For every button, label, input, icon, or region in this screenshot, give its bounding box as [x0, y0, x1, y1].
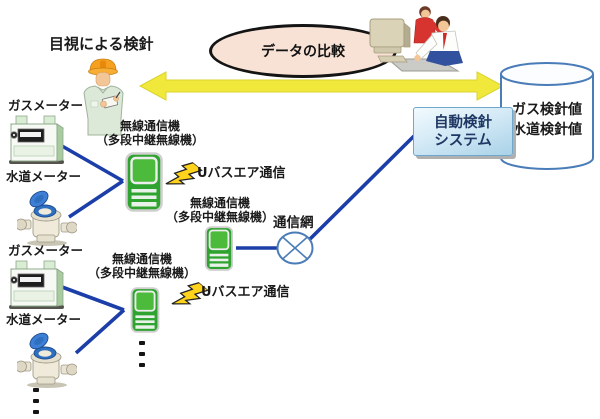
lightning-icon-1 [164, 156, 204, 197]
wireless-device-label-1: 無線通信機 （多段中継無線機） [88, 119, 212, 147]
gas-meter-label-1: ガスメーター [8, 98, 84, 113]
network-label: 通信網 [273, 215, 314, 231]
wireless-device-3 [130, 287, 160, 333]
line-water2-to-device3 [74, 308, 126, 355]
line-gas1-to-device1 [61, 144, 124, 183]
wireless-label-2-line1: 無線通信機 [189, 196, 250, 210]
ellipsis-dots-meters [33, 388, 39, 414]
wireless-label-1-line1: 無線通信機 [119, 119, 180, 133]
gas-meter-illustration-1 [9, 115, 65, 164]
wireless-device-label-3: 無線通信機 （多段中継無線機） [80, 252, 204, 280]
line-gas2-to-device3 [61, 285, 125, 312]
network-node-icon [276, 231, 314, 265]
wireless-device-1 [125, 152, 163, 212]
db-gas-value-label: ガス検針値 [512, 102, 582, 118]
lightning-icon-2 [170, 276, 210, 317]
ubus-air-label-2: Uバスエア通信 [201, 285, 290, 300]
auto-system-label-line2: システム [434, 132, 492, 149]
wireless-label-2-line2: （多段中継無線機） [165, 210, 274, 224]
operators-at-computer-illustration [369, 6, 463, 72]
data-comparison-ellipse: データの比較 [209, 24, 397, 78]
manual-reading-title: 目視による検針 [49, 35, 154, 53]
gas-meter-illustration-2 [9, 260, 65, 309]
auto-system-label-line1: 自動検針 [434, 114, 492, 131]
water-meter-illustration-1 [17, 190, 77, 246]
auto-reading-system-box: 自動検針 システム [413, 107, 513, 156]
wireless-device-2-relay [204, 226, 234, 271]
gas-meter-label-2: ガスメーター [8, 243, 84, 258]
database-cylinder [500, 62, 594, 170]
wireless-device-label-2: 無線通信機 （多段中継無線機） [158, 196, 282, 224]
line-water1-to-device1 [68, 179, 124, 219]
ubus-air-label-1: Uバスエア通信 [197, 166, 286, 181]
wireless-label-3-line1: 無線通信機 [111, 252, 172, 266]
database-labels: ガス検針値 水道検針値 [502, 100, 592, 140]
wireless-label-1-line2: （多段中継無線機） [95, 133, 204, 147]
water-meter-illustration-2 [17, 332, 77, 388]
meter-reader-worker-illustration [83, 58, 124, 136]
line-network-to-system [306, 134, 416, 243]
water-meter-label-2: 水道メーター [6, 312, 82, 327]
db-water-value-label: 水道検針値 [512, 122, 582, 138]
data-comparison-label: データの比較 [261, 44, 345, 60]
water-meter-label-1: 水道メーター [6, 169, 82, 184]
wireless-label-3-line2: （多段中継無線機） [87, 266, 196, 280]
ellipsis-dots-devices [139, 341, 145, 367]
